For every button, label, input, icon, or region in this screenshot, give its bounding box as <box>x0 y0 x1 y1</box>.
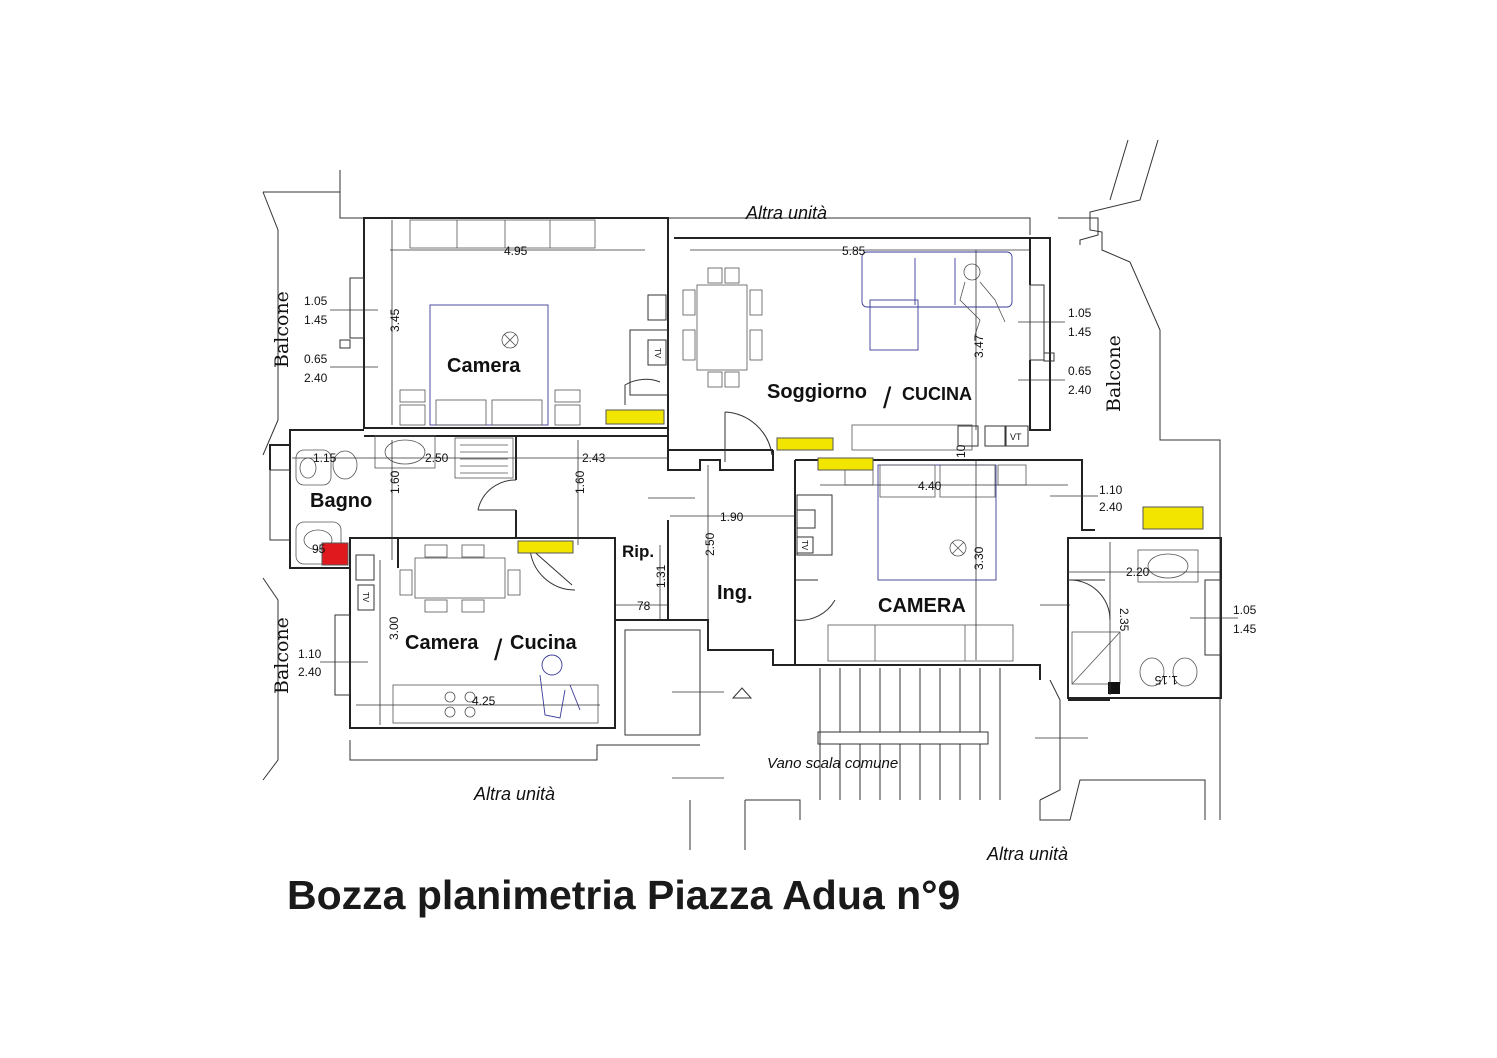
dim-corridor-height: 1.60 <box>573 470 587 494</box>
dim-window: 2.40 <box>298 665 322 679</box>
walls <box>269 217 1222 736</box>
dim-camera2-height: 3.30 <box>972 546 986 570</box>
dim-window: 1.05 <box>1068 306 1092 320</box>
dim-window: 1.10 <box>1099 483 1123 497</box>
label-altra-unita-bottom-right: Altra unità <box>986 844 1068 864</box>
dimension-labels: 4.95 5.85 3.45 3.47 1.05 1.45 0.65 2.40 … <box>298 244 1257 708</box>
room-label-divider: / <box>883 382 892 415</box>
dim-camera-width: 4.95 <box>504 244 528 258</box>
room-label-rip: Rip. <box>622 542 654 561</box>
dim-window: 1.05 <box>304 294 328 308</box>
furniture-camera-2 <box>796 464 1027 662</box>
dim-window: 1.45 <box>1233 622 1257 636</box>
radiator <box>1142 506 1204 530</box>
tv-label: TV <box>800 540 809 551</box>
dim-window: 2.40 <box>1068 383 1092 397</box>
room-labels: Camera Soggiorno / CUCINA Bagno Camera /… <box>310 355 972 667</box>
dim-hall-width: 2.50 <box>425 451 449 465</box>
tv-label: TV <box>653 348 662 359</box>
dim-window: 1.45 <box>1068 325 1092 339</box>
dim-rip-width: 78 <box>637 599 651 613</box>
dim-camera-height: 3.45 <box>388 308 402 332</box>
dim-rip-height: 1.31 <box>654 564 668 588</box>
label-balcone-right: Balcone <box>1103 335 1125 412</box>
building-outline <box>262 139 1221 850</box>
label-balcone-left-bottom: Balcone <box>271 617 293 694</box>
furniture-camera-1 <box>399 219 669 426</box>
dim-camera2-width: 4.40 <box>918 479 942 493</box>
dim-corridor-width: 2.43 <box>582 451 606 465</box>
tv-label: TV <box>361 592 370 603</box>
windows <box>269 277 1222 696</box>
label-altra-unita-bottom-left: Altra unità <box>473 784 555 804</box>
dim-soggiorno-small: 10 <box>954 444 968 458</box>
tv-labels: TV TV TV VT <box>361 348 1022 603</box>
boiler-small <box>1108 682 1120 694</box>
vt-label: VT <box>1010 432 1022 442</box>
dim-window: 1.45 <box>304 313 328 327</box>
furniture-soggiorno <box>682 251 1029 451</box>
room-label-camera-cucina-a: Camera <box>405 632 479 654</box>
radiator <box>776 437 834 451</box>
dim-camera-cucina-height: 3.00 <box>387 616 401 640</box>
dim-bagno-width: 1.15 <box>313 451 337 465</box>
label-balcone-left-top: Balcone <box>271 291 293 368</box>
room-label-camera-2: CAMERA <box>878 595 966 617</box>
dim-bagno2-small: 1.15 <box>1154 673 1178 687</box>
furniture-camera-cucina <box>355 544 599 724</box>
dim-bagno-height: 1.60 <box>388 470 402 494</box>
stairs <box>731 668 1001 800</box>
radiator <box>517 540 574 554</box>
dim-window: 2.40 <box>304 371 328 385</box>
boiler <box>321 542 349 566</box>
room-label-camera-cucina-b: Cucina <box>510 632 578 654</box>
dim-bagno2-width: 2.20 <box>1126 565 1150 579</box>
label-vano-scala: Vano scala comune <box>767 755 898 772</box>
room-label-bagno: Bagno <box>310 490 372 512</box>
dim-soggiorno-height: 3.47 <box>972 334 986 358</box>
radiators <box>321 409 1204 694</box>
dim-camera-cucina-width: 4.25 <box>472 694 496 708</box>
room-label-ingresso: Ing. <box>717 582 753 604</box>
room-label-cucina: CUCINA <box>902 384 972 404</box>
dim-bagno2-height: 2.35 <box>1117 608 1131 632</box>
room-label-divider: / <box>494 634 503 667</box>
page-title: Bozza planimetria Piazza Adua n°9 <box>287 872 961 918</box>
label-altra-unita-top: Altra unità <box>745 203 827 223</box>
dim-soggiorno-width: 5.85 <box>842 244 866 258</box>
dim-ingresso-height: 2.50 <box>703 532 717 556</box>
radiator <box>817 457 874 471</box>
room-label-camera: Camera <box>447 355 521 377</box>
surroundings-labels: Altra unità Altra unità Altra unità Vano… <box>271 203 1125 864</box>
dim-window: 0.65 <box>304 352 328 366</box>
dim-window: 1.05 <box>1233 603 1257 617</box>
dim-window: 2.40 <box>1099 500 1123 514</box>
dim-window: 0.65 <box>1068 364 1092 378</box>
dim-bagno-small: 95 <box>312 542 326 556</box>
dim-ingresso-width: 1.90 <box>720 510 744 524</box>
radiator <box>605 409 665 425</box>
furniture-bagno-2 <box>1071 549 1199 687</box>
doors <box>477 378 1111 621</box>
room-label-soggiorno: Soggiorno <box>767 381 867 403</box>
dimension-lines <box>292 220 1238 779</box>
dim-window: 1.10 <box>298 647 322 661</box>
